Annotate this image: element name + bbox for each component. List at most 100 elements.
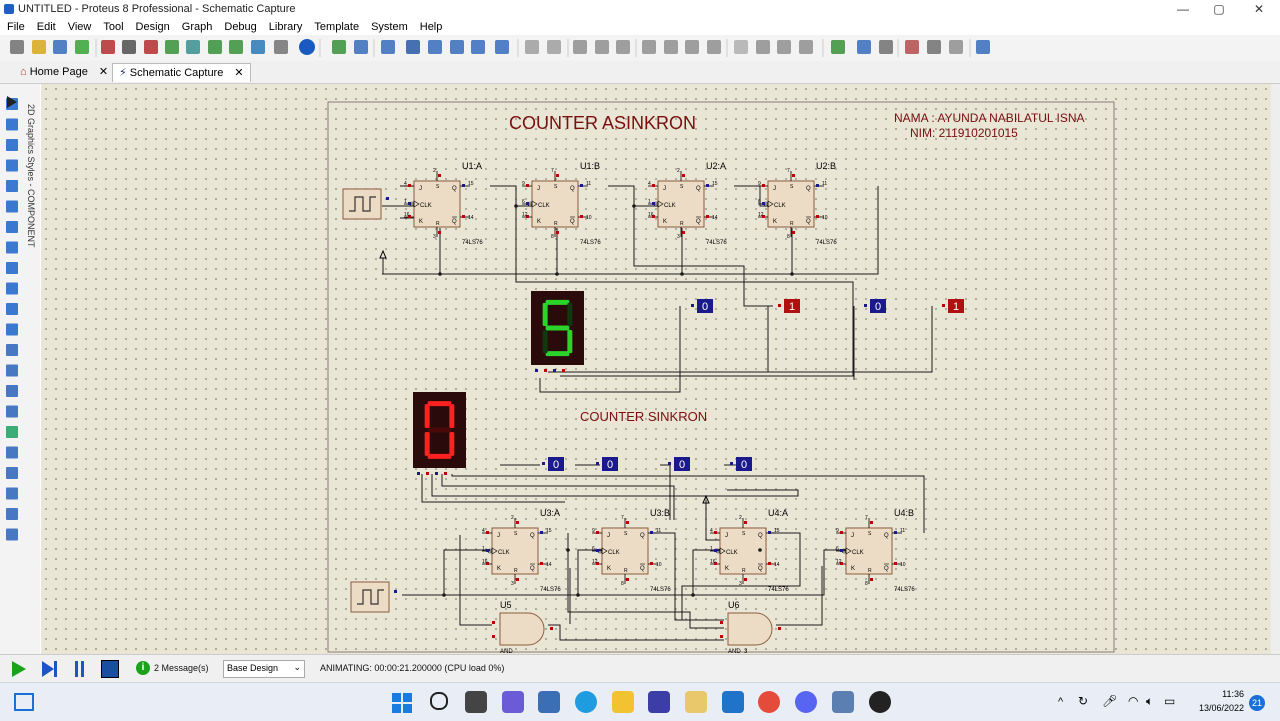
probe-pin — [691, 304, 694, 307]
menu-file[interactable]: File — [7, 21, 25, 33]
pin-state-j — [486, 531, 489, 534]
wifi-icon[interactable]: ◠ — [1128, 694, 1139, 708]
wire-clk-u3b — [444, 549, 602, 596]
chrome-icon[interactable] — [758, 691, 780, 713]
wire-q2 — [608, 185, 773, 307]
start-icon[interactable] — [392, 693, 412, 713]
pin-state-clk — [762, 202, 765, 205]
probe-value: 1 — [953, 301, 959, 313]
vertical-scrollbar[interactable] — [1271, 84, 1280, 654]
maximize-button[interactable]: ▢ — [1213, 2, 1225, 16]
task-view-icon[interactable] — [14, 693, 34, 711]
toolbar-icon-1 — [32, 40, 46, 54]
pin-state-q — [894, 531, 897, 534]
menu-tool[interactable]: Tool — [103, 21, 124, 33]
pin-state-clk — [652, 202, 655, 205]
pin-q: Q — [452, 186, 457, 192]
file-explorer-dark-icon[interactable] — [465, 691, 487, 713]
pin-s: S — [554, 184, 558, 190]
pin-k: K — [851, 566, 855, 572]
step-icon[interactable] — [42, 661, 57, 680]
status-bar: i 2 Message(s) Base Design ⌄ ANIMATING: … — [0, 654, 1280, 683]
tool-icon-2 — [6, 139, 18, 151]
schematic-drawing[interactable]: COUNTER ASINKRON COUNTER SINKRON NAMA : … — [41, 84, 1271, 654]
clock-date[interactable]: 13/06/2022 — [1198, 703, 1244, 713]
proteus-icon[interactable] — [538, 691, 560, 713]
stop-icon[interactable] — [101, 660, 119, 678]
microphone-icon[interactable]: 🎤︎ — [1102, 694, 1118, 708]
pin-state-s — [682, 174, 685, 177]
app-icon-dark[interactable] — [869, 691, 891, 713]
mail-icon[interactable] — [722, 691, 744, 713]
menu-edit[interactable]: Edit — [36, 21, 56, 33]
mathcad-icon[interactable] — [648, 691, 670, 713]
display-pin-2 — [435, 472, 438, 475]
pin-state-k — [526, 215, 529, 218]
battery-icon[interactable]: ▭ — [1164, 694, 1176, 708]
pin-state-j — [652, 184, 655, 187]
logic-probe: 0 — [864, 299, 886, 313]
pause-icon[interactable] — [74, 661, 86, 677]
clock-time[interactable]: 11:36 — [1222, 689, 1244, 699]
edge-icon[interactable] — [575, 691, 597, 713]
pin-num-r: 8 — [551, 234, 554, 240]
tool-icons[interactable] — [0, 84, 24, 654]
toolbar-icons[interactable] — [0, 35, 1000, 61]
teams-icon[interactable] — [502, 691, 524, 713]
menu-help[interactable]: Help — [419, 21, 443, 33]
menu-graph[interactable]: Graph — [181, 21, 213, 33]
notes-icon[interactable] — [685, 691, 707, 713]
tool-icon-15 — [6, 405, 18, 418]
proteus-running-icon[interactable] — [832, 691, 854, 713]
minimize-button[interactable]: — — [1177, 2, 1189, 16]
pin-j: J — [851, 533, 854, 539]
pin-state-clk — [840, 549, 843, 552]
menu-debug[interactable]: Debug — [224, 21, 257, 33]
pin-num-k: 16 — [648, 212, 654, 218]
play-icon[interactable] — [12, 661, 26, 677]
close-button[interactable]: ✕ — [1253, 2, 1265, 16]
discord-icon[interactable] — [795, 691, 817, 713]
menu-view[interactable]: View — [67, 21, 92, 33]
pin-r: R — [514, 568, 518, 574]
pin-j: J — [607, 533, 610, 539]
pin-num-s: 2 — [511, 515, 514, 521]
messages-count[interactable]: 2 Message(s) — [154, 663, 209, 673]
menu-template[interactable]: Template — [314, 21, 360, 33]
pin-state-qbar — [768, 562, 771, 565]
pin-num-clk: 6 — [522, 199, 525, 205]
volume-icon[interactable]: 🔈︎ — [1146, 694, 1154, 708]
schematic-canvas[interactable]: COUNTER ASINKRON COUNTER SINKRON NAMA : … — [41, 84, 1271, 654]
pin-state-q — [768, 531, 771, 534]
tab-schematic-capture[interactable]: ⚡ Schematic Capture ✕ — [112, 63, 251, 82]
segment-a — [427, 401, 452, 407]
wire-clk-u4b — [693, 549, 846, 596]
tool-icon-8 — [6, 262, 18, 274]
toolbar-icon-21 — [495, 40, 509, 54]
pin-num-q: 15 — [546, 528, 552, 534]
probe-box — [602, 457, 618, 471]
sync-icon[interactable]: ↻ — [1078, 694, 1089, 708]
segment-b — [567, 302, 573, 326]
notification-badge[interactable]: 21 — [1249, 695, 1265, 711]
logic-probe: 0 — [691, 299, 713, 313]
folder-icon[interactable] — [612, 691, 634, 713]
tab-home-page[interactable]: ⌂ Home Page ✕ — [14, 63, 114, 81]
design-select[interactable]: Base Design ⌄ — [223, 660, 305, 678]
tab-schematic-close-icon[interactable]: ✕ — [234, 67, 244, 79]
pin-num-qbar: 14 — [546, 562, 552, 568]
menu-library[interactable]: Library — [268, 21, 303, 33]
menu-system[interactable]: System — [371, 21, 408, 33]
search-icon[interactable] — [430, 692, 448, 710]
clock-wave — [349, 196, 376, 212]
menu-design[interactable]: Design — [135, 21, 170, 33]
tray-chevron-icon[interactable]: ^ — [1058, 696, 1064, 708]
pin-num-q: 11 — [822, 181, 827, 187]
ff-part: 74LS76 — [816, 240, 837, 246]
pin-r: R — [624, 568, 628, 574]
tab-home-close-icon[interactable]: ✕ — [98, 66, 109, 78]
probe-box — [697, 299, 713, 313]
